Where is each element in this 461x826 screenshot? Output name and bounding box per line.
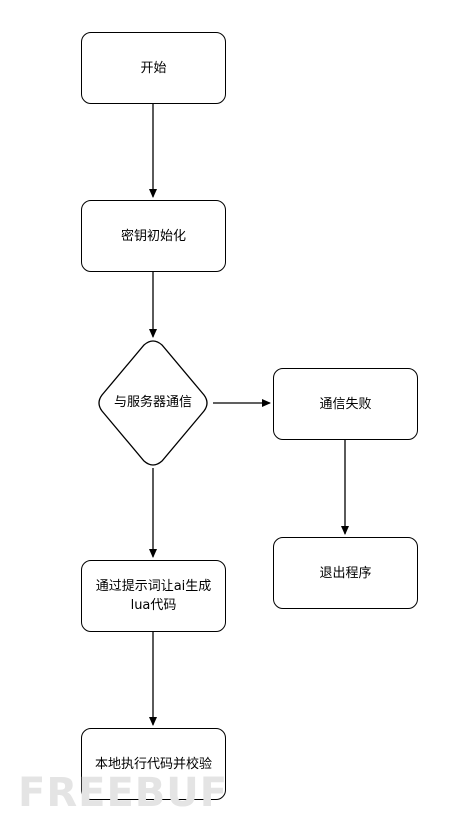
decision-diamond-shape	[98, 340, 208, 466]
run-verify-node-label: 本地执行代码并校验	[94, 756, 212, 772]
run-verify-node: 本地执行代码并校验	[81, 728, 226, 800]
key-init-node-label: 密钥初始化	[120, 228, 186, 244]
exit-node: 退出程序	[273, 537, 418, 609]
freebuf-watermark: FREEBUF	[18, 770, 229, 816]
server-comm-decision: 与服务器通信	[96, 393, 210, 413]
comm-fail-node-label: 通信失败	[319, 396, 372, 412]
gen-lua-node-label: 通过提示词让ai生成lua代码	[95, 579, 212, 613]
start-node: 开始	[81, 32, 226, 104]
gen-lua-node: 通过提示词让ai生成lua代码	[81, 560, 226, 632]
comm-fail-node: 通信失败	[273, 368, 418, 440]
key-init-node: 密钥初始化	[81, 200, 226, 272]
start-node-label: 开始	[140, 60, 167, 76]
server-comm-decision-label: 与服务器通信	[113, 395, 192, 410]
exit-node-label: 退出程序	[319, 565, 372, 581]
